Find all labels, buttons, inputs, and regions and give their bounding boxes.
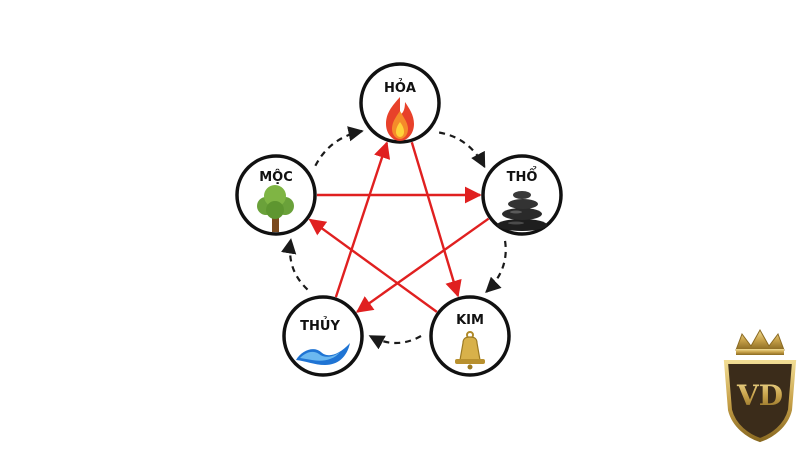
logo-text: VD <box>736 379 783 412</box>
controlling-arrow-tho-to-thuy <box>355 217 490 313</box>
node-circle <box>429 295 511 377</box>
generating-arrow-moc-to-hoa <box>314 126 364 167</box>
crown-logo-icon <box>735 328 785 355</box>
element-label: HỎA <box>384 79 416 96</box>
element-node-kim: KIM <box>429 295 511 377</box>
element-node-hoa: HỎA <box>359 62 441 144</box>
generating-arrow-hoa-to-tho <box>438 131 486 169</box>
element-label: KIM <box>456 313 484 328</box>
controlling-arrow-kim-to-moc <box>308 218 438 313</box>
bell-icon <box>455 331 485 370</box>
controlling-arrow-hoa-to-kim <box>410 141 462 298</box>
element-node-tho: THỔ <box>481 154 563 236</box>
element-label: MỘC <box>259 169 293 185</box>
controlling-arrows <box>308 141 490 313</box>
brand-logo: VD <box>723 328 797 443</box>
generating-arrow-thuy-to-moc <box>281 238 309 291</box>
water-wave-icon <box>296 343 350 365</box>
generating-arrow-kim-to-thuy <box>368 335 422 350</box>
generating-arrow-tho-to-kim <box>485 240 507 293</box>
generating-arrows <box>281 126 507 350</box>
element-node-moc: MỘC <box>235 154 317 236</box>
stacked-stones-icon <box>497 191 547 231</box>
element-label: THỦY <box>300 317 340 334</box>
fire-icon <box>386 97 414 141</box>
element-node-thuy: THỦY <box>282 295 364 377</box>
tree-icon <box>257 185 294 232</box>
element-label: THỔ <box>507 167 538 185</box>
controlling-arrow-thuy-to-hoa <box>334 141 391 298</box>
